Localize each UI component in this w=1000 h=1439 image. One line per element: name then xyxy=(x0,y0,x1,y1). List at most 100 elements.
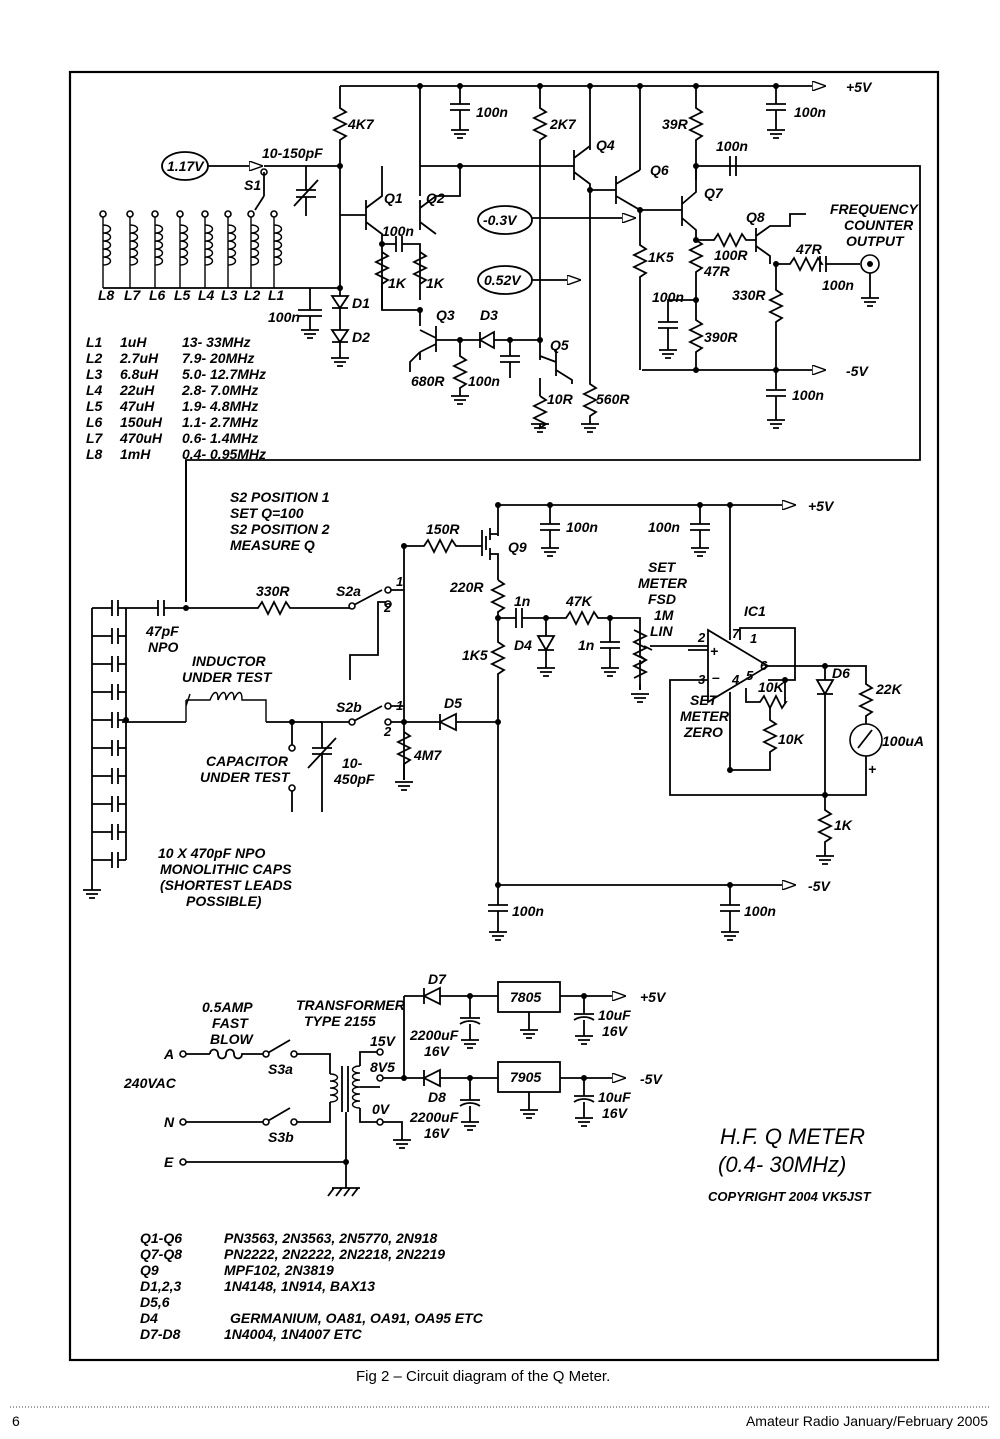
label-c-2200-a: 2200uF xyxy=(409,1027,459,1043)
coil-table-ref: L3 xyxy=(86,366,103,382)
label-d2: D2 xyxy=(352,329,370,345)
rail-plus5v-top: +5V xyxy=(846,79,873,95)
rail-plus5v-psu: +5V xyxy=(640,989,667,1005)
label-meter-plus: + xyxy=(868,761,876,777)
test-point-minus-0-3v: -0.3V xyxy=(483,212,518,228)
label-freq-counter-3: OUTPUT xyxy=(846,233,905,249)
power-supply-wiring xyxy=(179,981,625,1197)
label-r-330b: 330R xyxy=(256,583,290,599)
label-inductor-under-test-2: UNDER TEST xyxy=(182,669,273,685)
test-point-0-52v: 0.52V xyxy=(484,272,522,288)
coil-table-ref: L1 xyxy=(86,334,103,350)
label-c-10u-b: 10uF xyxy=(598,1089,631,1105)
parts-list-parts: PN2222, 2N2222, 2N2218, 2N2219 xyxy=(224,1246,445,1262)
parts-list-parts: MPF102, 2N3819 xyxy=(224,1262,334,1278)
label-s1: S1 xyxy=(244,177,261,193)
coil-table-value: 150uH xyxy=(120,414,163,430)
parts-list-ref: D7-D8 xyxy=(140,1326,181,1342)
label-mains-a: A xyxy=(163,1046,174,1062)
label-s2a-pos2: 2 xyxy=(383,600,392,615)
label-c-2200-a-v: 16V xyxy=(424,1043,451,1059)
label-s3a: S3a xyxy=(268,1061,293,1077)
label-c-2200-b-v: 16V xyxy=(424,1125,451,1141)
label-tap-0v: 0V xyxy=(372,1101,391,1117)
figure-caption: Fig 2 – Circuit diagram of the Q Meter. xyxy=(356,1368,610,1385)
label-s3b: S3b xyxy=(268,1129,294,1145)
parts-list-parts: GERMANIUM, OA81, OA91, OA95 ETC xyxy=(230,1310,484,1326)
label-pin3: 3 xyxy=(698,672,706,687)
label-q9: Q9 xyxy=(508,539,527,555)
parts-list-parts: 1N4148, 1N914, BAX13 xyxy=(224,1278,375,1294)
label-s2b: S2b xyxy=(336,699,362,715)
label-r-2k7: 2K7 xyxy=(549,116,577,132)
label-r-47k: 47K xyxy=(565,593,593,609)
coil-table-value: 470uH xyxy=(119,430,163,446)
label-r-47b: 47R xyxy=(795,241,823,257)
note-fsd-2: METER xyxy=(638,575,688,591)
label-d4: D4 xyxy=(514,637,532,653)
label-c-100n-m: 100n xyxy=(744,903,776,919)
note-s2-line2: SET Q=100 xyxy=(230,505,304,521)
note-s2-line4: MEASURE Q xyxy=(230,537,315,553)
label-d1: D1 xyxy=(352,295,370,311)
coil-table-range: 1.9- 4.8MHz xyxy=(182,398,258,414)
coil-table-range: 5.0- 12.7MHz xyxy=(182,366,266,382)
label-c-100n-a: 100n xyxy=(382,223,414,239)
schematic-frame xyxy=(68,70,940,1362)
label-r-1k5: 1K5 xyxy=(648,249,674,265)
label-mains-e: E xyxy=(164,1154,174,1170)
label-s2b-pos1: 1 xyxy=(396,698,403,713)
label-capacitor-under-test-1: CAPACITOR xyxy=(206,753,289,769)
label-q3: Q3 xyxy=(436,307,455,323)
label-pin4: 4 xyxy=(731,672,740,687)
journal-footer: Amateur Radio January/February 2005 xyxy=(746,1413,988,1429)
coil-table-range: 13- 33MHz xyxy=(182,334,250,350)
parts-list-ref: Q1-Q6 xyxy=(140,1230,182,1246)
label-freq-counter-2: COUNTER xyxy=(844,217,914,233)
label-r-100: 100R xyxy=(714,247,748,263)
label-c-100n-d: 100n xyxy=(468,373,500,389)
label-coil-l5: L5 xyxy=(174,287,191,303)
label-c-1n-a: 1n xyxy=(514,593,530,609)
label-pin7: 7 xyxy=(732,626,740,641)
label-q7: Q7 xyxy=(704,185,724,201)
label-r-220: 220R xyxy=(449,579,484,595)
middle-detector-wiring xyxy=(82,460,883,941)
coil-table-value: 22uH xyxy=(119,382,155,398)
label-pin2: 2 xyxy=(697,630,706,645)
label-r-22k: 22K xyxy=(875,681,903,697)
label-d5: D5 xyxy=(444,695,462,711)
label-d3: D3 xyxy=(480,307,498,323)
label-r-150: 150R xyxy=(426,521,460,537)
label-r-10k-b: 10K xyxy=(778,731,805,747)
label-q6: Q6 xyxy=(650,162,669,178)
coil-table-ref: L8 xyxy=(86,446,103,462)
label-q5: Q5 xyxy=(550,337,569,353)
label-coil-l4: L4 xyxy=(198,287,215,303)
note-caps-4: POSSIBLE) xyxy=(186,893,262,909)
coil-table-ref: L2 xyxy=(86,350,103,366)
parts-list: Q1-Q6 PN3563, 2N3563, 2N5770, 2N918 Q7-Q… xyxy=(140,1230,484,1342)
label-c-100n-j: 100n xyxy=(566,519,598,535)
label-fuse-3: BLOW xyxy=(210,1031,255,1047)
label-coil-l6: L6 xyxy=(149,287,166,303)
coil-table-range: 7.9- 20MHz xyxy=(182,350,254,366)
label-r-1k-b: 1K xyxy=(426,275,445,291)
note-s2-line3: S2 POSITION 2 xyxy=(230,521,330,537)
label-transformer-1: TRANSFORMER xyxy=(296,997,406,1013)
label-pin5: 5 xyxy=(746,668,754,683)
coil-table-ref: L6 xyxy=(86,414,103,430)
label-r-330: 330R xyxy=(732,287,766,303)
label-r-1k: 1K xyxy=(834,817,853,833)
coil-table: L1 1uH 13- 33MHz L2 2.7uH 7.9- 20MHz L3 … xyxy=(86,334,266,462)
label-c-100n-b: 100n xyxy=(476,104,508,120)
note-zero-2: METER xyxy=(680,708,730,724)
coil-table-ref: L5 xyxy=(86,398,103,414)
parts-list-parts: 1N4004, 1N4007 ETC xyxy=(224,1326,363,1342)
note-caps-3: (SHORTEST LEADS xyxy=(160,877,293,893)
note-fsd-1: SET xyxy=(648,559,677,575)
parts-list-ref: D5,6 xyxy=(140,1294,170,1310)
label-d8: D8 xyxy=(428,1089,446,1105)
label-pin1: 1 xyxy=(750,631,757,646)
